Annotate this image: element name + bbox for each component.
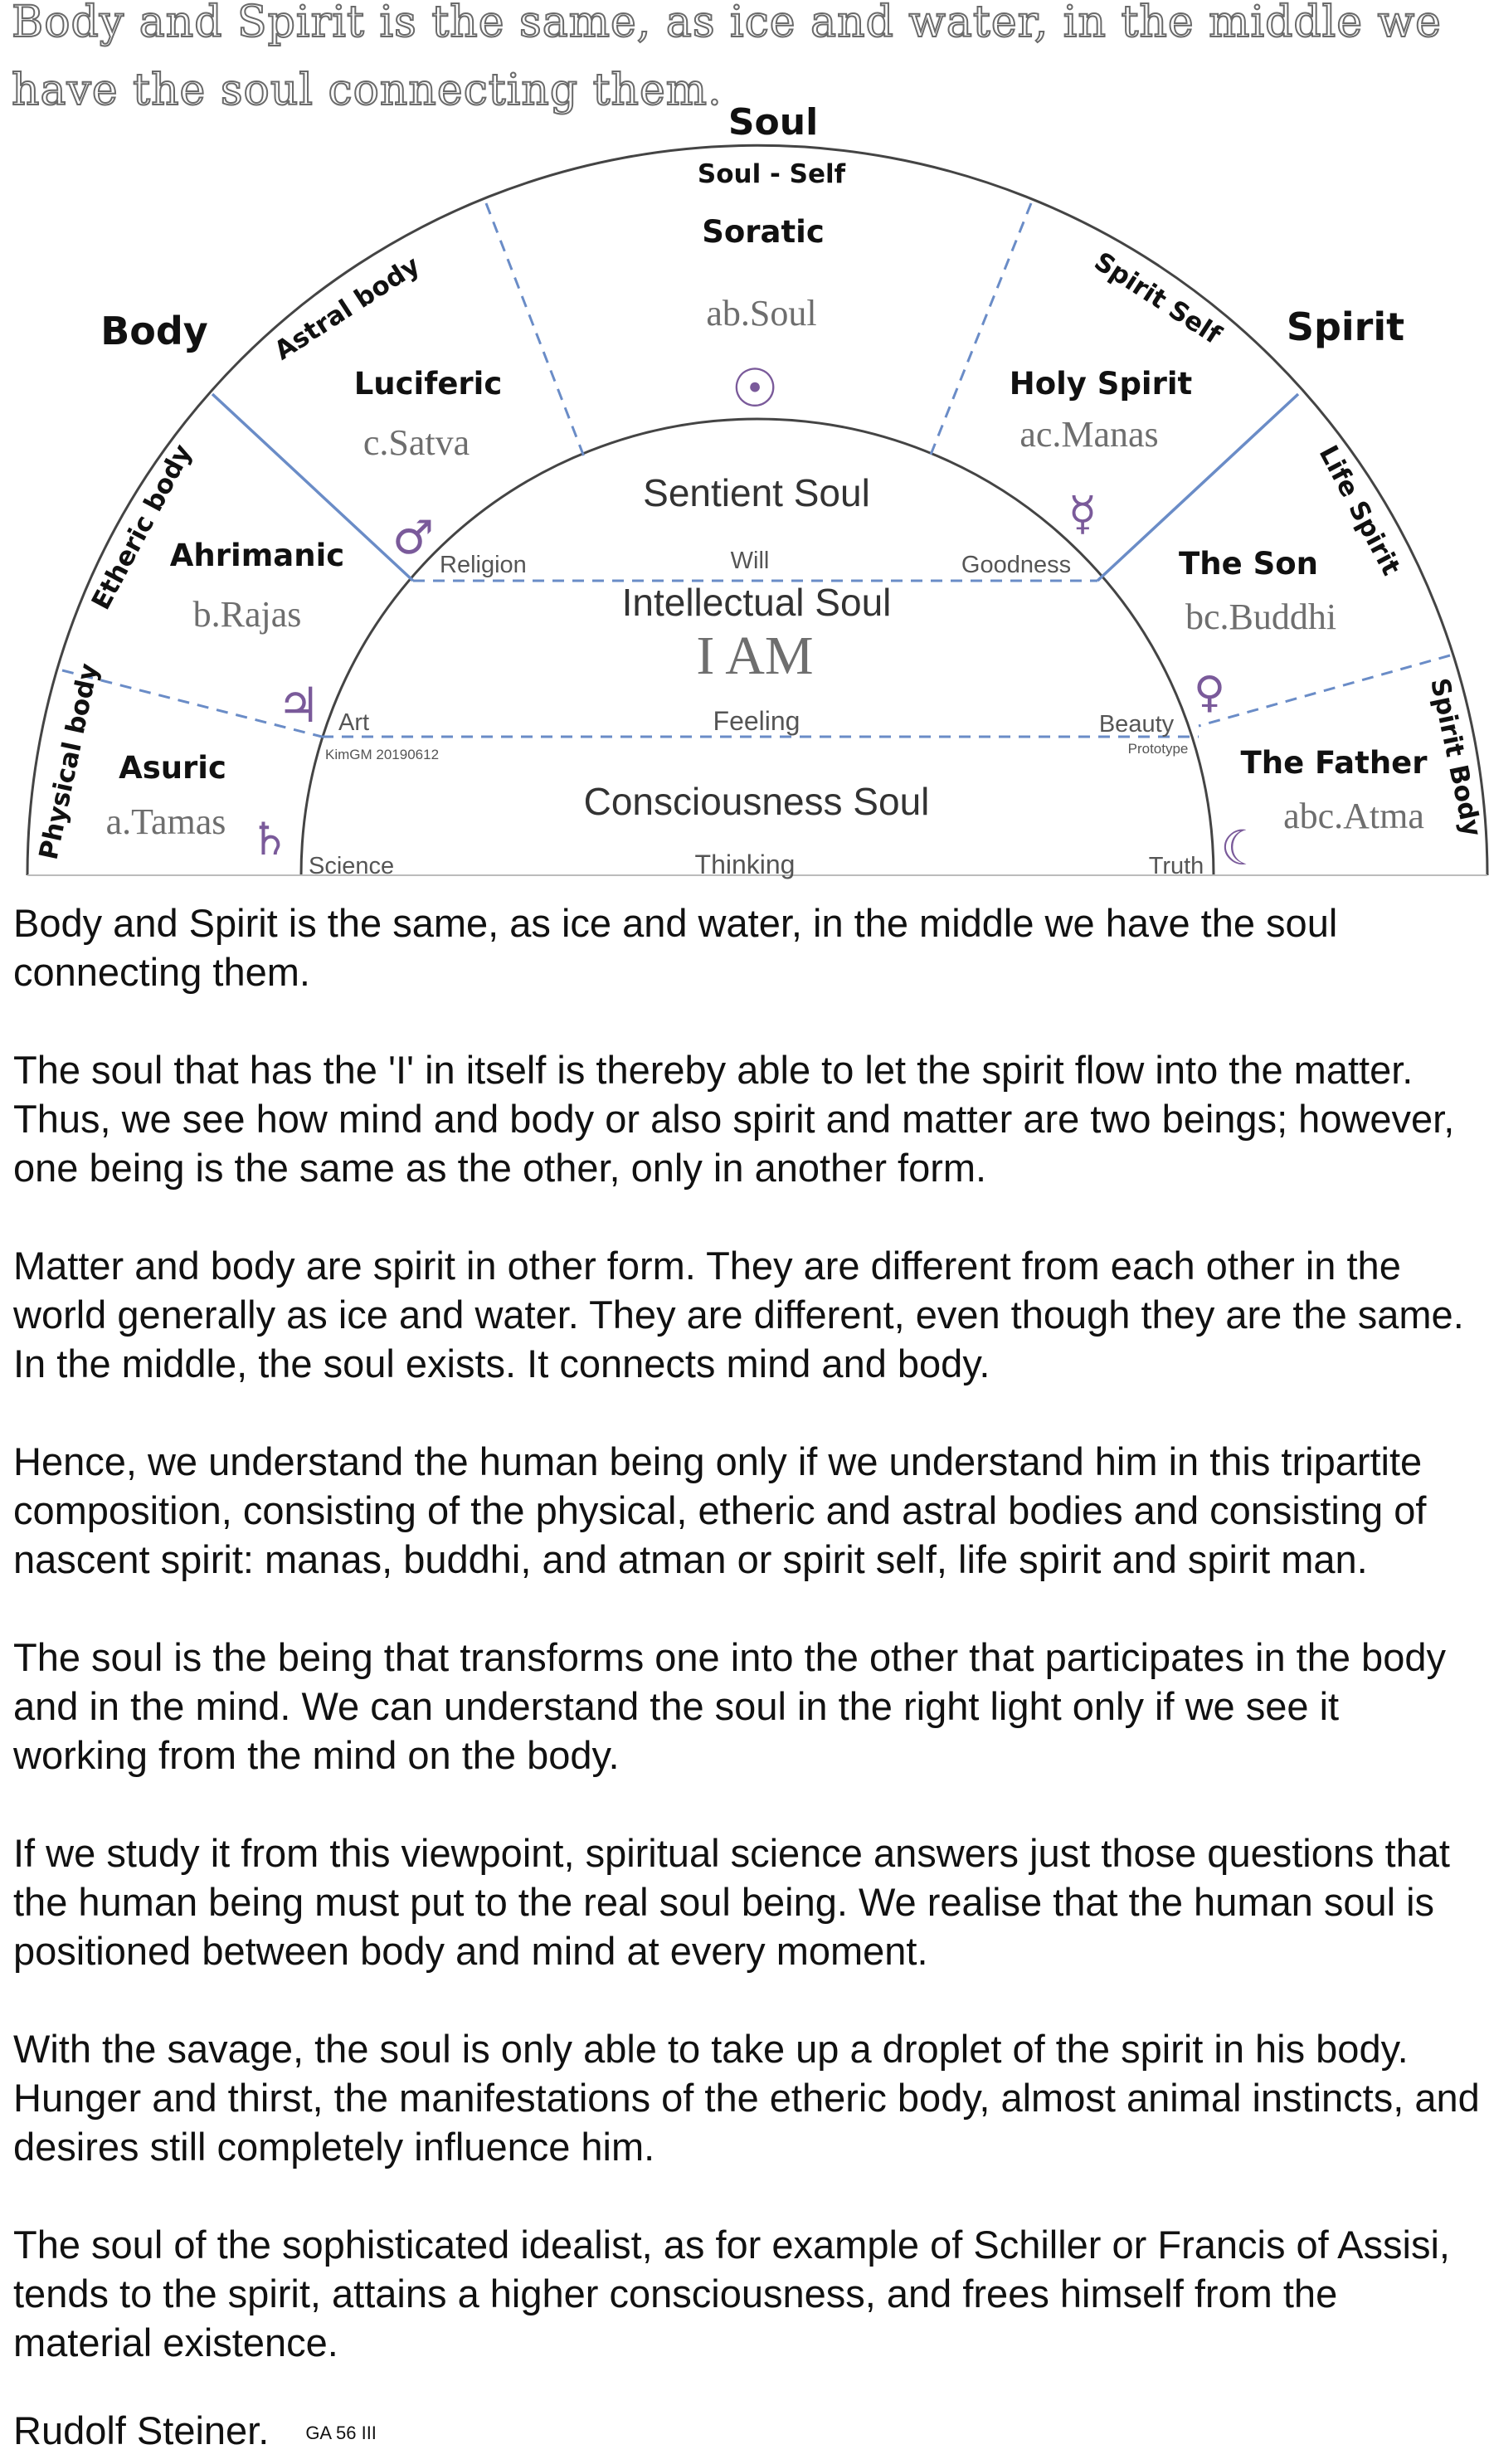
inner-art: Art — [338, 709, 369, 736]
sector-holy-spirit-guna: ac.Manas — [1019, 414, 1158, 455]
sector-the-son-name: The Son — [1179, 546, 1318, 582]
inner-i-am: I AM — [696, 626, 813, 686]
inner-goodness: Goodness — [961, 552, 1071, 578]
divider-spirit — [1096, 392, 1300, 582]
soul-diagram: Soul Body Spirit Astral body Etheric bod… — [0, 100, 1489, 888]
paragraph: Body and Spirit is the same, as ice and … — [13, 901, 1338, 994]
venus-icon: ♀ — [1194, 668, 1225, 718]
inner-beauty: Beauty — [1099, 711, 1175, 738]
moon-icon: ☾ — [1220, 820, 1263, 876]
inner-arc — [299, 417, 1215, 876]
sector-luciferic-name: Luciferic — [354, 366, 503, 402]
author-name: Rudolf Steiner. — [13, 2408, 270, 2452]
label-etheric-body: Etheric body — [86, 440, 198, 615]
label-physical-body: Physical body — [34, 660, 105, 862]
divider-body — [211, 392, 415, 582]
sector-asuric-name: Asuric — [119, 750, 226, 786]
source-reference: GA 56 III — [305, 2423, 377, 2443]
saturn-icon: ♄ — [250, 813, 290, 865]
sector-holy-spirit-name: Holy Spirit — [1010, 366, 1193, 402]
inner-will: Will — [731, 548, 770, 574]
paragraph: The soul of the sophisticated idealist, … — [13, 2223, 1450, 2364]
soul-diagram-svg: Soul Body Spirit Astral body Etheric bod… — [26, 101, 1489, 879]
body-text: Body and Spirit is the same, as ice and … — [13, 898, 1482, 2416]
inner-truth: Truth — [1149, 853, 1204, 879]
sector-soratic: Soratic — [702, 214, 825, 250]
paragraph: With the savage, the soul is only able t… — [13, 2027, 1480, 2169]
inner-religion: Religion — [440, 552, 527, 578]
paragraph: Matter and body are spirit in other form… — [13, 1244, 1464, 1385]
inner-science: Science — [309, 853, 394, 879]
label-astral-body: Astral body — [270, 251, 426, 367]
inner-prototype: Prototype — [1128, 741, 1189, 757]
jupiter-icon: ♃ — [277, 677, 320, 733]
inner-consciousness-soul: Consciousness Soul — [584, 780, 930, 823]
inner-credit: KimGM 20190612 — [325, 747, 439, 762]
sun-icon: ☉ — [731, 358, 778, 420]
sector-ahrimanic-guna: b.Rajas — [193, 594, 302, 635]
inner-intellectual-soul: Intellectual Soul — [622, 581, 892, 624]
sector-asuric-guna: a.Tamas — [106, 801, 226, 842]
inner-sentient-soul: Sentient Soul — [643, 471, 870, 514]
sector-the-father-guna: abc.Atma — [1283, 796, 1424, 836]
paragraph: The soul that has the 'I' in itself is t… — [13, 1048, 1455, 1190]
inner-thinking: Thinking — [695, 850, 796, 879]
outer-arc — [26, 144, 1489, 876]
sector-ahrimanic-name: Ahrimanic — [170, 538, 344, 573]
sector-the-son-guna: bc.Buddhi — [1185, 597, 1336, 637]
signature: Rudolf Steiner. GA 56 III — [13, 2406, 377, 2455]
inner-feeling: Feeling — [713, 706, 800, 736]
paragraph: Hence, we understand the human being onl… — [13, 1439, 1427, 1581]
heading-soul: Soul — [728, 101, 818, 144]
paragraph: If we study it from this viewpoint, spir… — [13, 1831, 1450, 1973]
sector-soul-self-name: Soul - Self — [698, 159, 846, 189]
mars-icon: ♂ — [392, 511, 434, 565]
page-title: Body and Spirit is the same, as ice and … — [11, 0, 1442, 116]
mercury-icon: ☿ — [1068, 487, 1097, 541]
sector-the-father-name: The Father — [1241, 745, 1428, 781]
sector-ab-soul: ab.Soul — [706, 293, 816, 334]
heading-body: Body — [100, 309, 208, 353]
sector-luciferic-guna: c.Satva — [363, 422, 470, 463]
dashed-dividers — [61, 202, 1451, 738]
heading-spirit: Spirit — [1287, 304, 1404, 349]
paragraph: The soul is the being that transforms on… — [13, 1635, 1446, 1777]
